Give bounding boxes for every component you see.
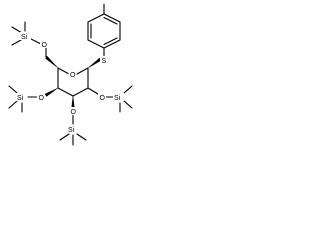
si-methyl-8 bbox=[76, 133, 87, 141]
o3-label: O bbox=[71, 109, 77, 116]
aryl-double-2 bbox=[103, 37, 118, 46]
ring-oxygen-label: O bbox=[70, 72, 76, 79]
structure-canvas: O S O Si O Si O Si O Si bbox=[0, 0, 141, 166]
tms-group-o6 bbox=[11, 21, 42, 46]
aryl-double-1 bbox=[103, 16, 118, 25]
wedge-c1-s bbox=[87, 57, 102, 69]
si-methyl-5 bbox=[8, 100, 18, 109]
aryl-bond-1 bbox=[103, 13, 121, 23]
tolyl-ring bbox=[87, 3, 121, 58]
si-methyl-4 bbox=[8, 85, 18, 94]
o6-label: O bbox=[42, 42, 48, 49]
si-methyl-7 bbox=[59, 133, 70, 141]
pyranose-ring bbox=[57, 67, 89, 97]
tms-group-o4 bbox=[8, 85, 38, 113]
si-o2-label: Si bbox=[114, 95, 121, 102]
si-methyl-10 bbox=[123, 85, 133, 94]
si-methyl-3 bbox=[11, 39, 22, 46]
aryl-bond-6 bbox=[87, 13, 105, 23]
aryl-bond-4 bbox=[87, 39, 105, 49]
wedge-c3-o3 bbox=[71, 95, 75, 108]
si-o6-label: Si bbox=[21, 34, 28, 41]
ring-bond-c5-o bbox=[57, 67, 70, 75]
molecule-diagram: O S O Si O Si O Si O Si bbox=[8, 3, 133, 146]
si-methyl-11 bbox=[123, 100, 133, 109]
o4-label: O bbox=[39, 95, 45, 102]
ring-bond-c2-c3 bbox=[72, 87, 89, 97]
wedge-c5-c6 bbox=[45, 55, 59, 69]
sulfur-label: S bbox=[102, 58, 107, 65]
si-o4-label: Si bbox=[17, 95, 24, 102]
tms-group-o3 bbox=[59, 114, 87, 146]
o6-si-bond bbox=[30, 38, 42, 45]
wedge-c4-o4 bbox=[44, 87, 59, 97]
o2-label: O bbox=[100, 95, 106, 102]
c2-o2-bond bbox=[87, 87, 99, 95]
ring-bond-c3-c4 bbox=[57, 87, 74, 97]
atom-labels: O S O Si O Si O Si O Si bbox=[16, 32, 124, 134]
ring-bond-o-c1 bbox=[76, 67, 89, 75]
tms-group-o2 bbox=[105, 85, 133, 113]
si-o3-label: Si bbox=[68, 127, 75, 134]
aryl-bond-3 bbox=[103, 39, 121, 49]
